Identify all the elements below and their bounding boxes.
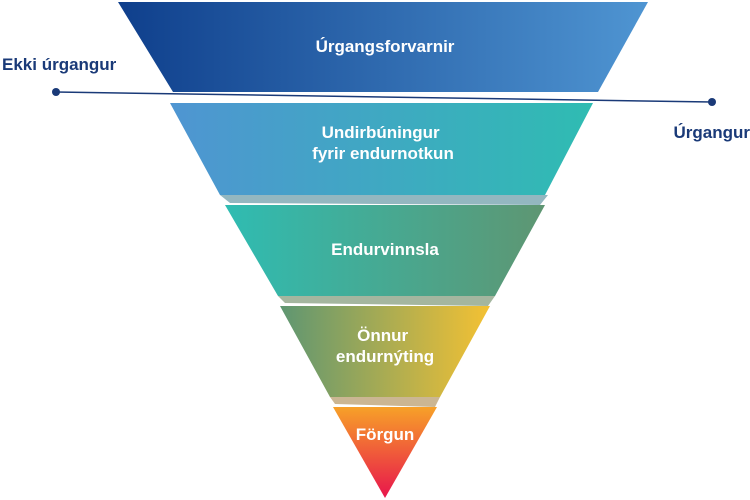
tier-shadow-other-recovery bbox=[330, 397, 440, 407]
tier-recycling-label: Endurvinnsla bbox=[331, 240, 439, 259]
divider-left-dot bbox=[52, 88, 60, 96]
tier-reuse-prep-label: Undirbúningur fyrir endurnotkun bbox=[312, 123, 454, 163]
tier-other-recovery-label-line-2: endurnýting bbox=[336, 347, 434, 366]
tier-shadow-recycling bbox=[278, 296, 495, 306]
tier-recycling bbox=[225, 205, 545, 296]
tier-reuse-prep-label-line-1: Undirbúningur bbox=[322, 123, 440, 142]
tier-disposal bbox=[333, 407, 437, 498]
divider-left-label: Ekki úrgangur bbox=[2, 55, 117, 74]
tier-disposal-label: Förgun bbox=[356, 425, 415, 444]
tier-other-recovery bbox=[280, 306, 490, 397]
tier-prevention bbox=[118, 2, 648, 92]
tier-recycling-label-line-1: Endurvinnsla bbox=[331, 240, 439, 259]
tier-prevention-label: Úrgangsforvarnir bbox=[316, 37, 455, 56]
divider-right-label: Úrgangur bbox=[674, 123, 750, 142]
divider-line bbox=[55, 91, 713, 103]
tier-other-recovery-label-line-1: Önnur bbox=[357, 326, 408, 345]
tier-prevention-label-line-1: Úrgangsforvarnir bbox=[316, 37, 455, 56]
tier-disposal-label-line-1: Förgun bbox=[356, 425, 415, 444]
tier-shadow-reuse-prep bbox=[220, 195, 548, 205]
tier-reuse-prep bbox=[170, 103, 593, 195]
tier-reuse-prep-label-line-2: fyrir endurnotkun bbox=[312, 144, 454, 163]
tier-other-recovery-label: Önnur endurnýting bbox=[336, 326, 434, 366]
divider-right-dot bbox=[708, 98, 716, 106]
